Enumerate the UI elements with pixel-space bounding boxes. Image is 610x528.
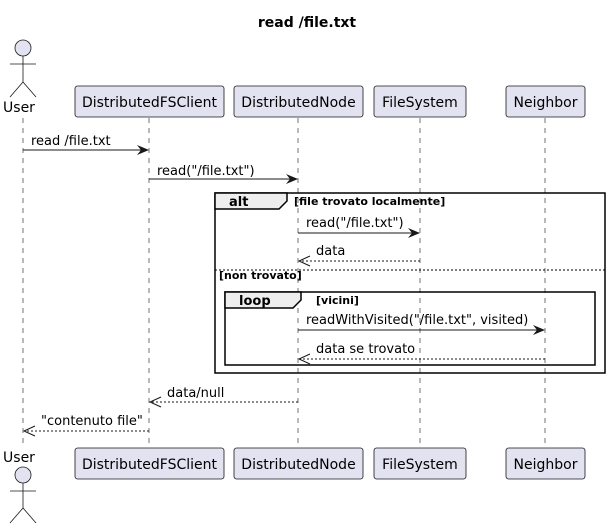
participant-filesystem-top: FileSystem: [373, 85, 467, 118]
lifelines: [22, 118, 546, 448]
message-data-null: data/null: [148, 386, 298, 408]
participant-label: User: [3, 100, 35, 116]
participant-distributedfsclient-top: DistributedFSClient: [74, 85, 225, 118]
alt-tab: [214, 192, 288, 210]
message-label: data: [316, 244, 345, 259]
message-label: readWithVisited("/file.txt", visited): [306, 313, 528, 328]
alt-keyword: alt: [229, 195, 248, 210]
participant-distributedfsclient-bottom: DistributedFSClient: [74, 447, 225, 480]
message-contenuto-file: "contenuto file": [22, 414, 149, 437]
participant-label: DistributedFSClient: [82, 457, 218, 473]
alt-fragment: alt [file trovato localmente] [non trova…: [214, 192, 606, 374]
message-read-file: read /file.txt: [23, 134, 149, 155]
loop-tab: [224, 291, 302, 309]
message-data-se-trovato: data se trovato: [297, 342, 545, 365]
message-label: read /file.txt: [31, 134, 111, 149]
message-label: data se trovato: [316, 342, 415, 357]
message-label: "contenuto file": [41, 414, 143, 429]
actor-icon: [9, 39, 37, 98]
message-label: read("/file.txt"): [157, 164, 255, 179]
else-guard: [non trovato]: [219, 269, 302, 282]
loop-keyword: loop: [239, 294, 271, 309]
participant-user-top: User: [3, 39, 37, 116]
message-client-read: read("/file.txt"): [149, 164, 298, 184]
message-label: read("/file.txt"): [306, 216, 404, 231]
participant-label: DistributedNode: [241, 95, 355, 111]
message-data-return: data: [297, 244, 420, 267]
participant-label: FileSystem: [382, 95, 458, 111]
participant-neighbor-bottom: Neighbor: [505, 447, 586, 480]
alt-guard: [file trovato localmente]: [294, 195, 445, 208]
participant-label: Neighbor: [514, 457, 578, 473]
participant-distributednode-bottom: DistributedNode: [233, 447, 364, 480]
participant-label: FileSystem: [382, 457, 458, 473]
participant-label: Neighbor: [514, 95, 578, 111]
participant-neighbor-top: Neighbor: [505, 85, 586, 118]
participant-distributednode-top: DistributedNode: [233, 85, 364, 118]
participant-filesystem-bottom: FileSystem: [373, 447, 467, 480]
message-read-with-visited: readWithVisited("/file.txt", visited): [298, 313, 545, 335]
loop-fragment: loop [vicini]: [224, 291, 596, 366]
participant-label: DistributedNode: [241, 457, 355, 473]
diagram-title: read /file.txt: [258, 15, 357, 31]
participant-user-bottom: User: [3, 450, 37, 524]
loop-guard: [vicini]: [316, 294, 359, 307]
participant-label: User: [3, 450, 35, 466]
actor-icon: [9, 466, 37, 524]
message-filesystem-read: read("/file.txt"): [298, 216, 420, 238]
participant-label: DistributedFSClient: [82, 95, 218, 111]
message-label: data/null: [167, 386, 224, 401]
